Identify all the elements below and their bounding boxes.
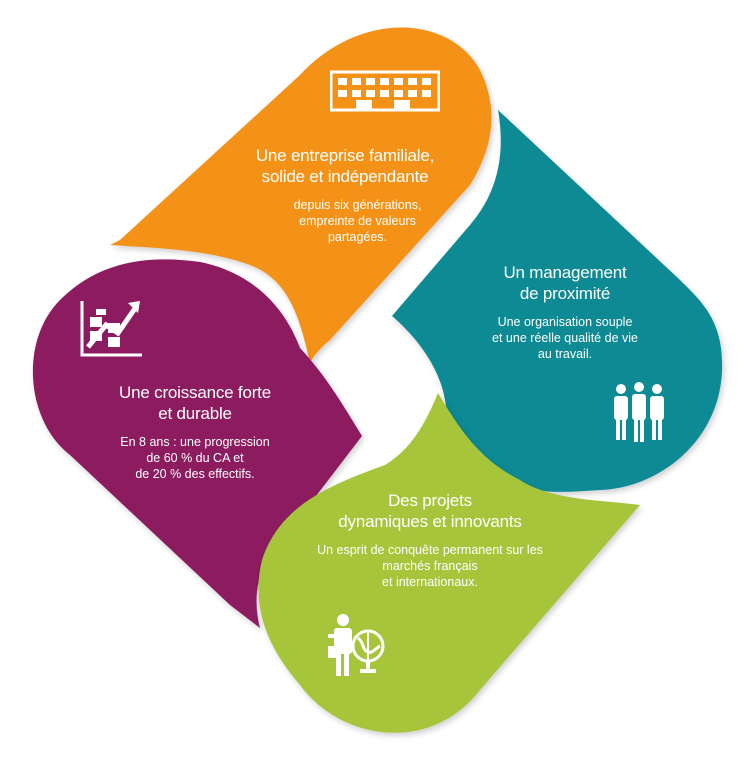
title-line: de proximité bbox=[519, 284, 611, 303]
title-line: solide et indépendante bbox=[261, 167, 429, 186]
title-line: Une entreprise familiale, bbox=[255, 146, 435, 165]
desc-line: de 60 % du CA et bbox=[146, 451, 244, 465]
card-growth-text: Une croissance forte et durable En 8 ans… bbox=[90, 382, 300, 482]
card-management-desc: Une organisation souple et une réelle qu… bbox=[455, 314, 675, 362]
desc-line: En 8 ans : une progression bbox=[120, 435, 270, 449]
title-line: et durable bbox=[158, 404, 232, 423]
desc-line: et une réelle qualité de vie bbox=[492, 331, 638, 345]
title-line: Des projets bbox=[388, 491, 472, 510]
card-management-text: Un management de proximité Une organisat… bbox=[455, 262, 675, 362]
factory-icon bbox=[330, 70, 440, 112]
card-projects-text: Des projets dynamiques et innovants Un e… bbox=[300, 490, 560, 590]
desc-line: marchés français bbox=[382, 559, 478, 573]
card-growth-desc: En 8 ans : une progression de 60 % du CA… bbox=[90, 434, 300, 482]
card-family-text: Une entreprise familiale, solide et indé… bbox=[230, 145, 460, 245]
desc-line: et internationaux. bbox=[382, 575, 478, 589]
team-icon bbox=[614, 382, 664, 442]
card-management-title: Un management de proximité bbox=[455, 262, 675, 304]
growth-chart-icon bbox=[80, 301, 142, 357]
card-projects-desc: Un esprit de conquête permanent sur les … bbox=[300, 542, 560, 590]
desc-line: Un esprit de conquête permanent sur les bbox=[317, 543, 543, 557]
desc-line: Une organisation souple bbox=[497, 315, 633, 329]
desc-line: partagées. bbox=[327, 230, 388, 244]
title-line: dynamiques et innovants bbox=[338, 512, 522, 531]
title-line: Une croissance forte bbox=[119, 383, 271, 402]
desc-line: depuis six générations, bbox=[293, 198, 422, 212]
title-line: Un management bbox=[503, 263, 627, 282]
card-growth-title: Une croissance forte et durable bbox=[90, 382, 300, 424]
card-family-title: Une entreprise familiale, solide et indé… bbox=[230, 145, 460, 187]
desc-line: au travail. bbox=[537, 347, 593, 361]
desc-line: de 20 % des effectifs. bbox=[135, 467, 255, 481]
globe-presenter-icon bbox=[328, 614, 385, 676]
card-projects-title: Des projets dynamiques et innovants bbox=[300, 490, 560, 532]
card-family-desc: depuis six générations, empreinte de val… bbox=[230, 197, 460, 245]
desc-line: empreinte de valeurs bbox=[299, 214, 416, 228]
